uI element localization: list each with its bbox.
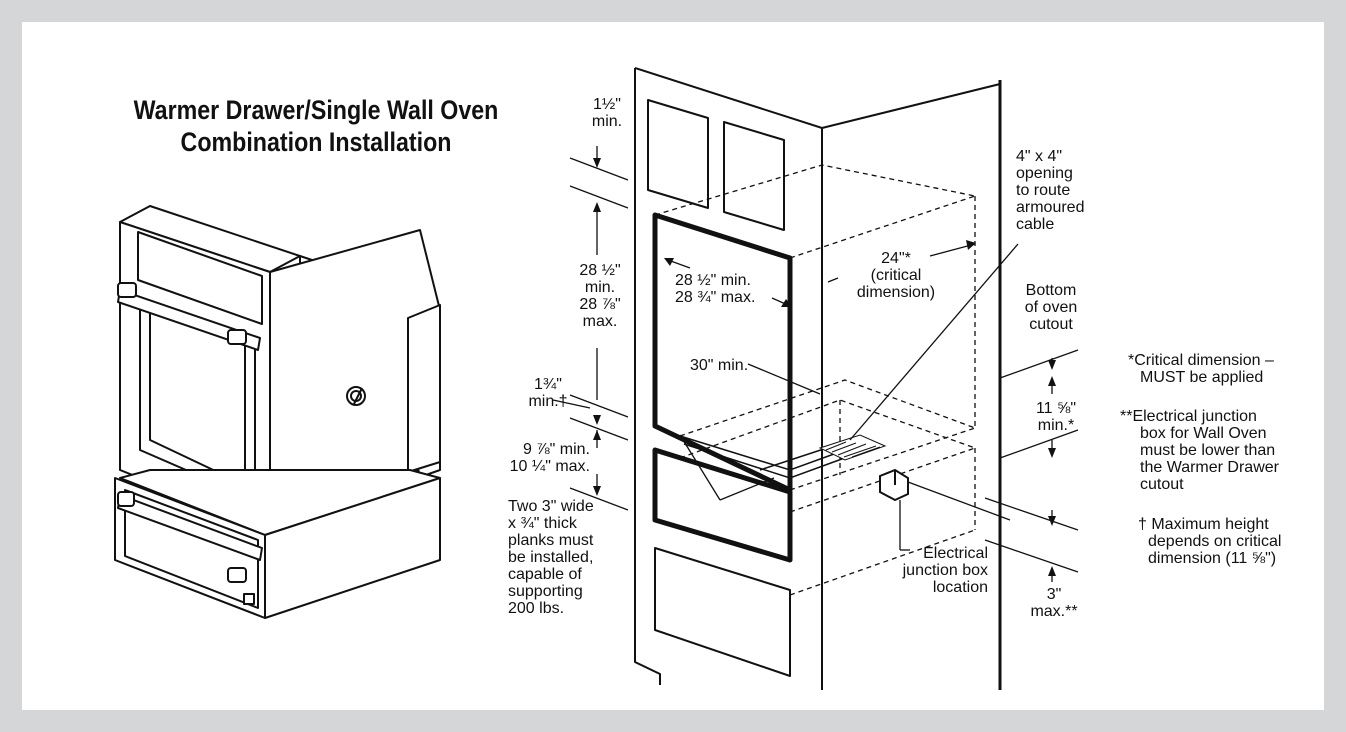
planks-line: x ¾" thick (508, 515, 577, 532)
note-line: **Electrical junction (1120, 408, 1257, 425)
note-line: cutout (1140, 476, 1184, 493)
critical-height-qualifier: min.* (1037, 417, 1075, 434)
cutout-width-label: 28 ½" min. 28 ¾" max. (675, 272, 755, 306)
depth-value: 24"* (881, 250, 911, 267)
diagram-title: Warmer Drawer/Single Wall Oven Combinati… (122, 94, 511, 158)
note-line: † Maximum height (1138, 516, 1269, 533)
planks-line: Two 3" wide (508, 498, 594, 515)
dimension-arrowheads (593, 158, 1056, 576)
wall-oven-illustration (117, 205, 441, 531)
note-line: depends on critical (1148, 533, 1282, 550)
depth-note-1: (critical (870, 267, 922, 284)
critical-height-label: 11 ⅝" min.* (1028, 400, 1084, 434)
cable-opening (818, 434, 887, 461)
critical-height-value: 11 ⅝" (1035, 400, 1077, 417)
note-line: the Warmer Drawer (1140, 459, 1279, 476)
gap-qualifier: min.† (528, 393, 568, 410)
cutout-height-min-qualifier: min. (584, 279, 616, 296)
top-clearance-label: 1½" min. (582, 96, 632, 130)
junction-box-line: Electrical (923, 545, 988, 562)
maximum-height-note: † Maximum height depends on critical dim… (1138, 516, 1281, 567)
note-line: must be lower than (1140, 442, 1276, 459)
lower-panel (654, 547, 791, 677)
gap-value: 1¾" (534, 376, 562, 393)
depth-note-2: dimension) (856, 284, 936, 301)
junction-max-qualifier: max.** (1030, 603, 1078, 620)
cutout-height-max-value: 28 ⅞" (579, 296, 621, 313)
opening-text-3: armoured (1016, 199, 1085, 216)
opening-depth-label: 30" min. (690, 357, 749, 374)
planks-line: planks must (508, 532, 594, 549)
cable-opening-label: 4" x 4" opening to route armoured cable (1016, 148, 1084, 233)
title-line-2: Combination Installation (180, 127, 452, 157)
junction-box-line: location (932, 579, 988, 596)
upper-panels (647, 99, 785, 231)
cutout-height-min-value: 28 ½" (579, 262, 621, 279)
junction-max-label: 3" max.** (1026, 586, 1082, 620)
electrical-junction-note: **Electrical junction box for Wall Oven … (1120, 408, 1279, 493)
planks-line: supporting (508, 583, 583, 600)
note-line: dimension (11 ⅝") (1148, 550, 1277, 567)
planks-callout: Two 3" wide x ¾" thick planks must be in… (508, 498, 594, 617)
top-clearance-qualifier: min. (591, 113, 623, 130)
cutout-width-max: 28 ¾" max. (675, 289, 756, 306)
cutout-height-max-qualifier: max. (582, 313, 618, 330)
junction-box-icon (879, 468, 909, 502)
note-line: *Critical dimension – (1128, 352, 1274, 369)
dimension-lines (552, 146, 1079, 582)
cutout-width-min: 28 ½" min. (675, 272, 751, 289)
bottom-cutout-line-1: Bottom (1025, 282, 1077, 299)
cutout-height-label: 28 ½" min. 28 ⅞" max. (560, 262, 640, 330)
drawer-cutout-label: 9 ⅞" min. 10 ¼" max. (500, 441, 590, 475)
drawer-cutout (652, 447, 793, 563)
title-line-1: Warmer Drawer/Single Wall Oven (133, 95, 499, 125)
opening-size: 4" x 4" (1016, 148, 1063, 165)
opening-text-2: to route (1016, 182, 1071, 199)
warmer-drawer-illustration (114, 469, 441, 619)
gap-label: 1¾" min.† (520, 376, 576, 410)
drawer-cutout-max: 10 ¼" max. (509, 458, 590, 475)
top-clearance-value: 1½" (593, 96, 621, 113)
bottom-cutout-line-2: of oven (1024, 299, 1078, 316)
junction-max-value: 3" (1046, 586, 1062, 603)
bottom-cutout-line-3: cutout (1029, 316, 1073, 333)
opening-text-4: cable (1016, 216, 1055, 233)
critical-dimension-note: *Critical dimension – MUST be applied (1128, 352, 1274, 386)
junction-box-callout: Electrical junction box location (888, 545, 988, 596)
planks-line: capable of (508, 566, 582, 583)
note-line: box for Wall Oven (1140, 425, 1267, 442)
opening-text-1: opening (1016, 165, 1073, 182)
drawer-cutout-min: 9 ⅞" min. (522, 441, 590, 458)
junction-box-line: junction box (902, 562, 988, 579)
planks-line: be installed, (508, 549, 594, 566)
depth-label: 24"* (critical dimension) (840, 250, 952, 301)
planks-line: 200 lbs. (508, 600, 565, 617)
bottom-cutout-label: Bottom of oven cutout (1018, 282, 1084, 333)
cavity-outline (654, 164, 976, 596)
note-line: MUST be applied (1140, 369, 1264, 386)
